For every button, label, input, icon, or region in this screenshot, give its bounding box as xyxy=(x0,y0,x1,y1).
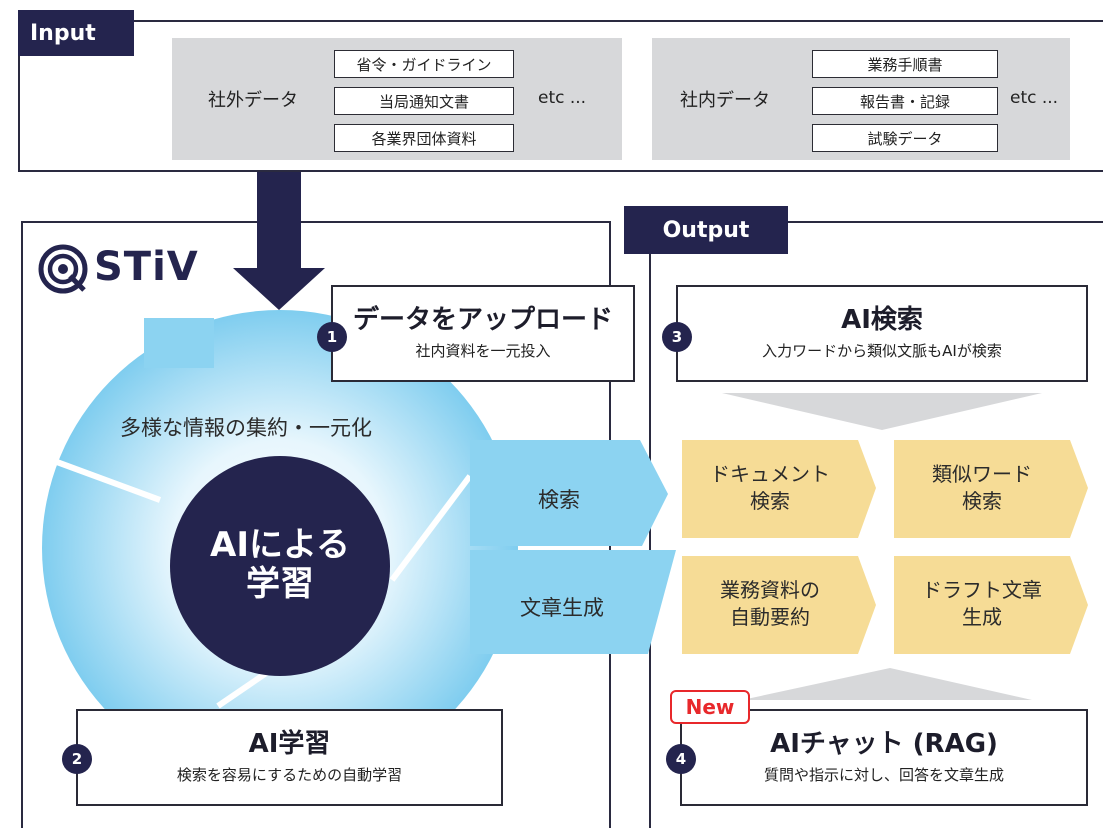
external-data-label: 社外データ xyxy=(208,90,298,111)
internal-item: 業務手順書 xyxy=(812,50,998,78)
feature-label: 業務資料の 自動要約 xyxy=(682,577,858,631)
feature-line: ドキュメント xyxy=(710,462,830,486)
ring-label: 多様な情報の集約・一元化 xyxy=(120,416,372,440)
step-number-badge: 2 xyxy=(62,744,92,774)
feature-tile xyxy=(894,440,1088,538)
feature-tile xyxy=(894,556,1088,654)
center-label: AIによる 学習 xyxy=(170,525,390,605)
step-card-ai-chat: AIチャット (RAG) 質問や指示に対し、回答を文章生成 xyxy=(680,709,1088,806)
search-arrow-label: 検索 xyxy=(538,488,580,512)
step-number-badge: 1 xyxy=(317,322,347,352)
feature-tile xyxy=(682,556,876,654)
internal-data-label: 社内データ xyxy=(680,90,770,111)
step-title: AI学習 xyxy=(248,729,331,760)
step-number-badge: 3 xyxy=(662,322,692,352)
generate-arrow xyxy=(470,550,676,654)
feature-tile xyxy=(682,440,876,538)
feature-line: 類似ワード xyxy=(932,462,1032,486)
generate-arrow-label: 文章生成 xyxy=(520,596,604,620)
internal-item: 試験データ xyxy=(812,124,998,152)
feature-label: ドラフト文章 生成 xyxy=(894,577,1070,631)
external-etc: etc ... xyxy=(538,88,587,108)
external-item: 省令・ガイドライン xyxy=(334,50,514,78)
feature-line: ドラフト文章 xyxy=(922,578,1042,602)
step-number-badge: 4 xyxy=(666,744,696,774)
search-arrow xyxy=(470,440,668,546)
input-frame xyxy=(18,20,1103,172)
step-card-ai-learning: AI学習 検索を容易にするための自動学習 xyxy=(76,709,503,806)
feature-line: 検索 xyxy=(750,489,790,513)
new-badge: New xyxy=(670,690,750,724)
internal-etc: etc ... xyxy=(1010,88,1059,108)
feature-label: ドキュメント 検索 xyxy=(682,461,858,515)
feature-line: 検索 xyxy=(962,489,1002,513)
ring-top-tab xyxy=(144,318,214,368)
step-title: データをアップロード xyxy=(352,305,613,336)
down-arrow xyxy=(233,172,325,310)
center-label-line1: AIによる xyxy=(210,525,350,565)
feature-line: 生成 xyxy=(962,605,1002,629)
feature-line: 業務資料の xyxy=(720,578,820,602)
output-chevron-bottom xyxy=(742,668,1032,700)
stiv-logo-text: STiV xyxy=(94,244,199,290)
step-card-ai-search: AI検索 入力ワードから類似文脈もAIが検索 xyxy=(676,285,1088,382)
step-subtitle: 質問や指示に対し、回答を文章生成 xyxy=(763,765,1004,784)
feature-line: 自動要約 xyxy=(730,605,810,629)
step-subtitle: 入力ワードから類似文脈もAIが検索 xyxy=(762,341,1002,360)
step-subtitle: 社内資料を一元投入 xyxy=(415,341,551,360)
input-tab: Input xyxy=(18,10,134,56)
output-tab: Output xyxy=(624,206,788,254)
output-chevron-top xyxy=(722,393,1042,430)
step-subtitle: 検索を容易にするための自動学習 xyxy=(176,765,403,784)
stiv-logo-icon xyxy=(38,244,88,294)
center-circle xyxy=(170,456,390,676)
external-item: 当局通知文書 xyxy=(334,87,514,115)
feature-label: 類似ワード 検索 xyxy=(894,461,1070,515)
step-card-upload: データをアップロード 社内資料を一元投入 xyxy=(331,285,635,382)
step-title: AIチャット (RAG) xyxy=(770,729,998,760)
step-title: AI検索 xyxy=(841,305,923,336)
internal-item: 報告書・記録 xyxy=(812,87,998,115)
external-item: 各業界団体資料 xyxy=(334,124,514,152)
center-label-line2: 学習 xyxy=(246,564,314,605)
